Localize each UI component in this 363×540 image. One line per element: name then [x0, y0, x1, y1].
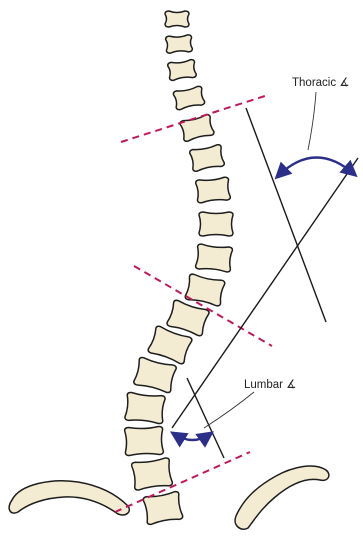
spine [125, 11, 233, 525]
vertebra-4 [173, 86, 205, 111]
vertebra-2 [165, 35, 192, 54]
vertebra-8 [199, 212, 233, 236]
thoracic-angle-label: Thoracic ∡ [292, 77, 350, 89]
vertebra-10 [185, 274, 226, 307]
left-iliac-crest [9, 481, 129, 515]
lumbar-angle-arc [174, 434, 210, 440]
vertebra-15 [125, 426, 164, 455]
lumbar-leader [204, 392, 254, 428]
lumbar-angle-label: Lumbar ∡ [244, 379, 297, 391]
right-iliac-crest [235, 466, 329, 529]
vertebra-9 [195, 244, 232, 273]
vertebra-16 [131, 457, 173, 490]
vertebra-1 [165, 11, 189, 27]
thoracic-leader [308, 92, 316, 150]
vertebra-13 [133, 357, 177, 393]
vertebra-3 [167, 59, 196, 81]
thoracic-perpendicular-1 [246, 108, 326, 322]
vertebra-14 [125, 392, 166, 424]
thoracic-angle-arc [278, 157, 354, 176]
vertebra-12 [147, 325, 192, 364]
vertebra-6 [189, 144, 225, 172]
vertebra-5 [179, 114, 214, 142]
vertebra-7 [195, 177, 230, 203]
vertebra-11 [166, 299, 210, 336]
